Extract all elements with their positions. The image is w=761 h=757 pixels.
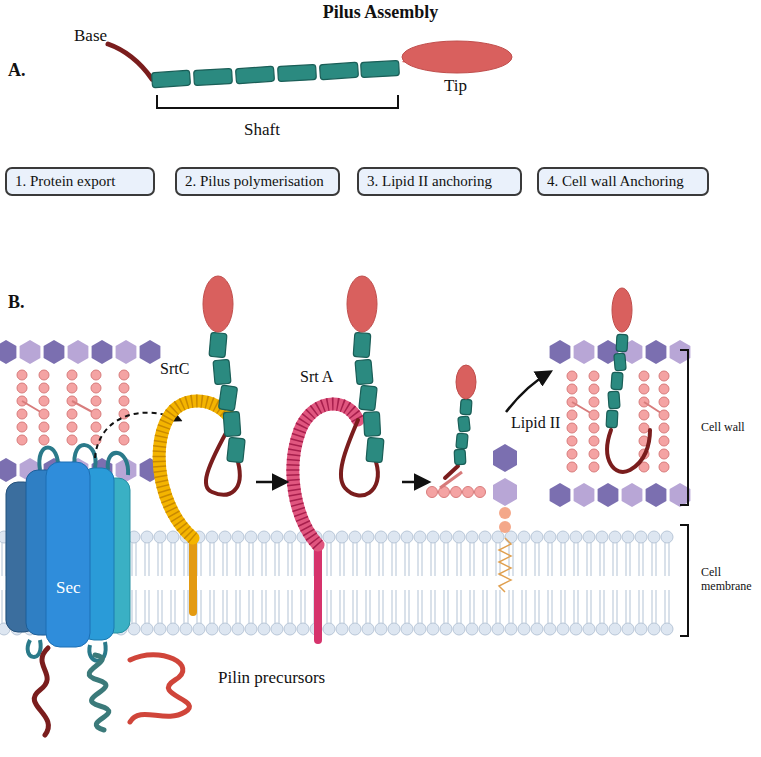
enzyme-name: SrtC: [160, 360, 189, 378]
title: Pilus Assembly: [0, 2, 761, 23]
shaft-bracket: [157, 95, 398, 108]
step-label: 1. Protein export: [15, 173, 115, 190]
sec-translocon: [6, 445, 130, 661]
part-name: Base: [74, 26, 107, 46]
region-label: Cell membrane: [701, 566, 757, 594]
step-arrow: [402, 481, 428, 484]
pilus: [152, 61, 400, 88]
step-box: 3. Lipid II anchoring: [357, 167, 522, 196]
panel-letter: A.: [8, 60, 26, 81]
pilin-precursors: [34, 648, 189, 735]
step-arrow: [506, 372, 550, 412]
complex-name: Sec: [56, 578, 81, 598]
part-name: Tip: [444, 76, 467, 96]
molecule-name: Lipid II: [511, 414, 560, 432]
step-label: 4. Cell wall Anchoring: [547, 173, 684, 190]
pilus-base: [108, 44, 152, 79]
part-name: Shaft: [244, 120, 280, 140]
srtc-sortase: [159, 401, 232, 612]
step-box: 2. Pilus polymerisation: [175, 167, 340, 196]
pilus: [606, 288, 650, 472]
step-box: 4. Cell wall Anchoring: [537, 167, 709, 196]
step-label: 2. Pilus polymerisation: [185, 173, 324, 190]
part-name: Pilin precursors: [218, 668, 325, 688]
lipid-ii: [440, 444, 517, 592]
step-arrow: [256, 481, 286, 484]
pilus: [203, 276, 245, 495]
membrane-bracket: [680, 525, 688, 636]
pilus-tip: [402, 41, 512, 73]
step-label: 3. Lipid II anchoring: [367, 173, 492, 190]
pilus: [341, 276, 384, 496]
pilus: [445, 365, 476, 478]
region-label: Cell wall: [701, 421, 757, 435]
enzyme-name: Srt A: [300, 368, 333, 386]
panel-letter: B.: [8, 292, 25, 313]
cell-wall-bracket: [680, 350, 688, 505]
step-box: 1. Protein export: [5, 167, 155, 196]
